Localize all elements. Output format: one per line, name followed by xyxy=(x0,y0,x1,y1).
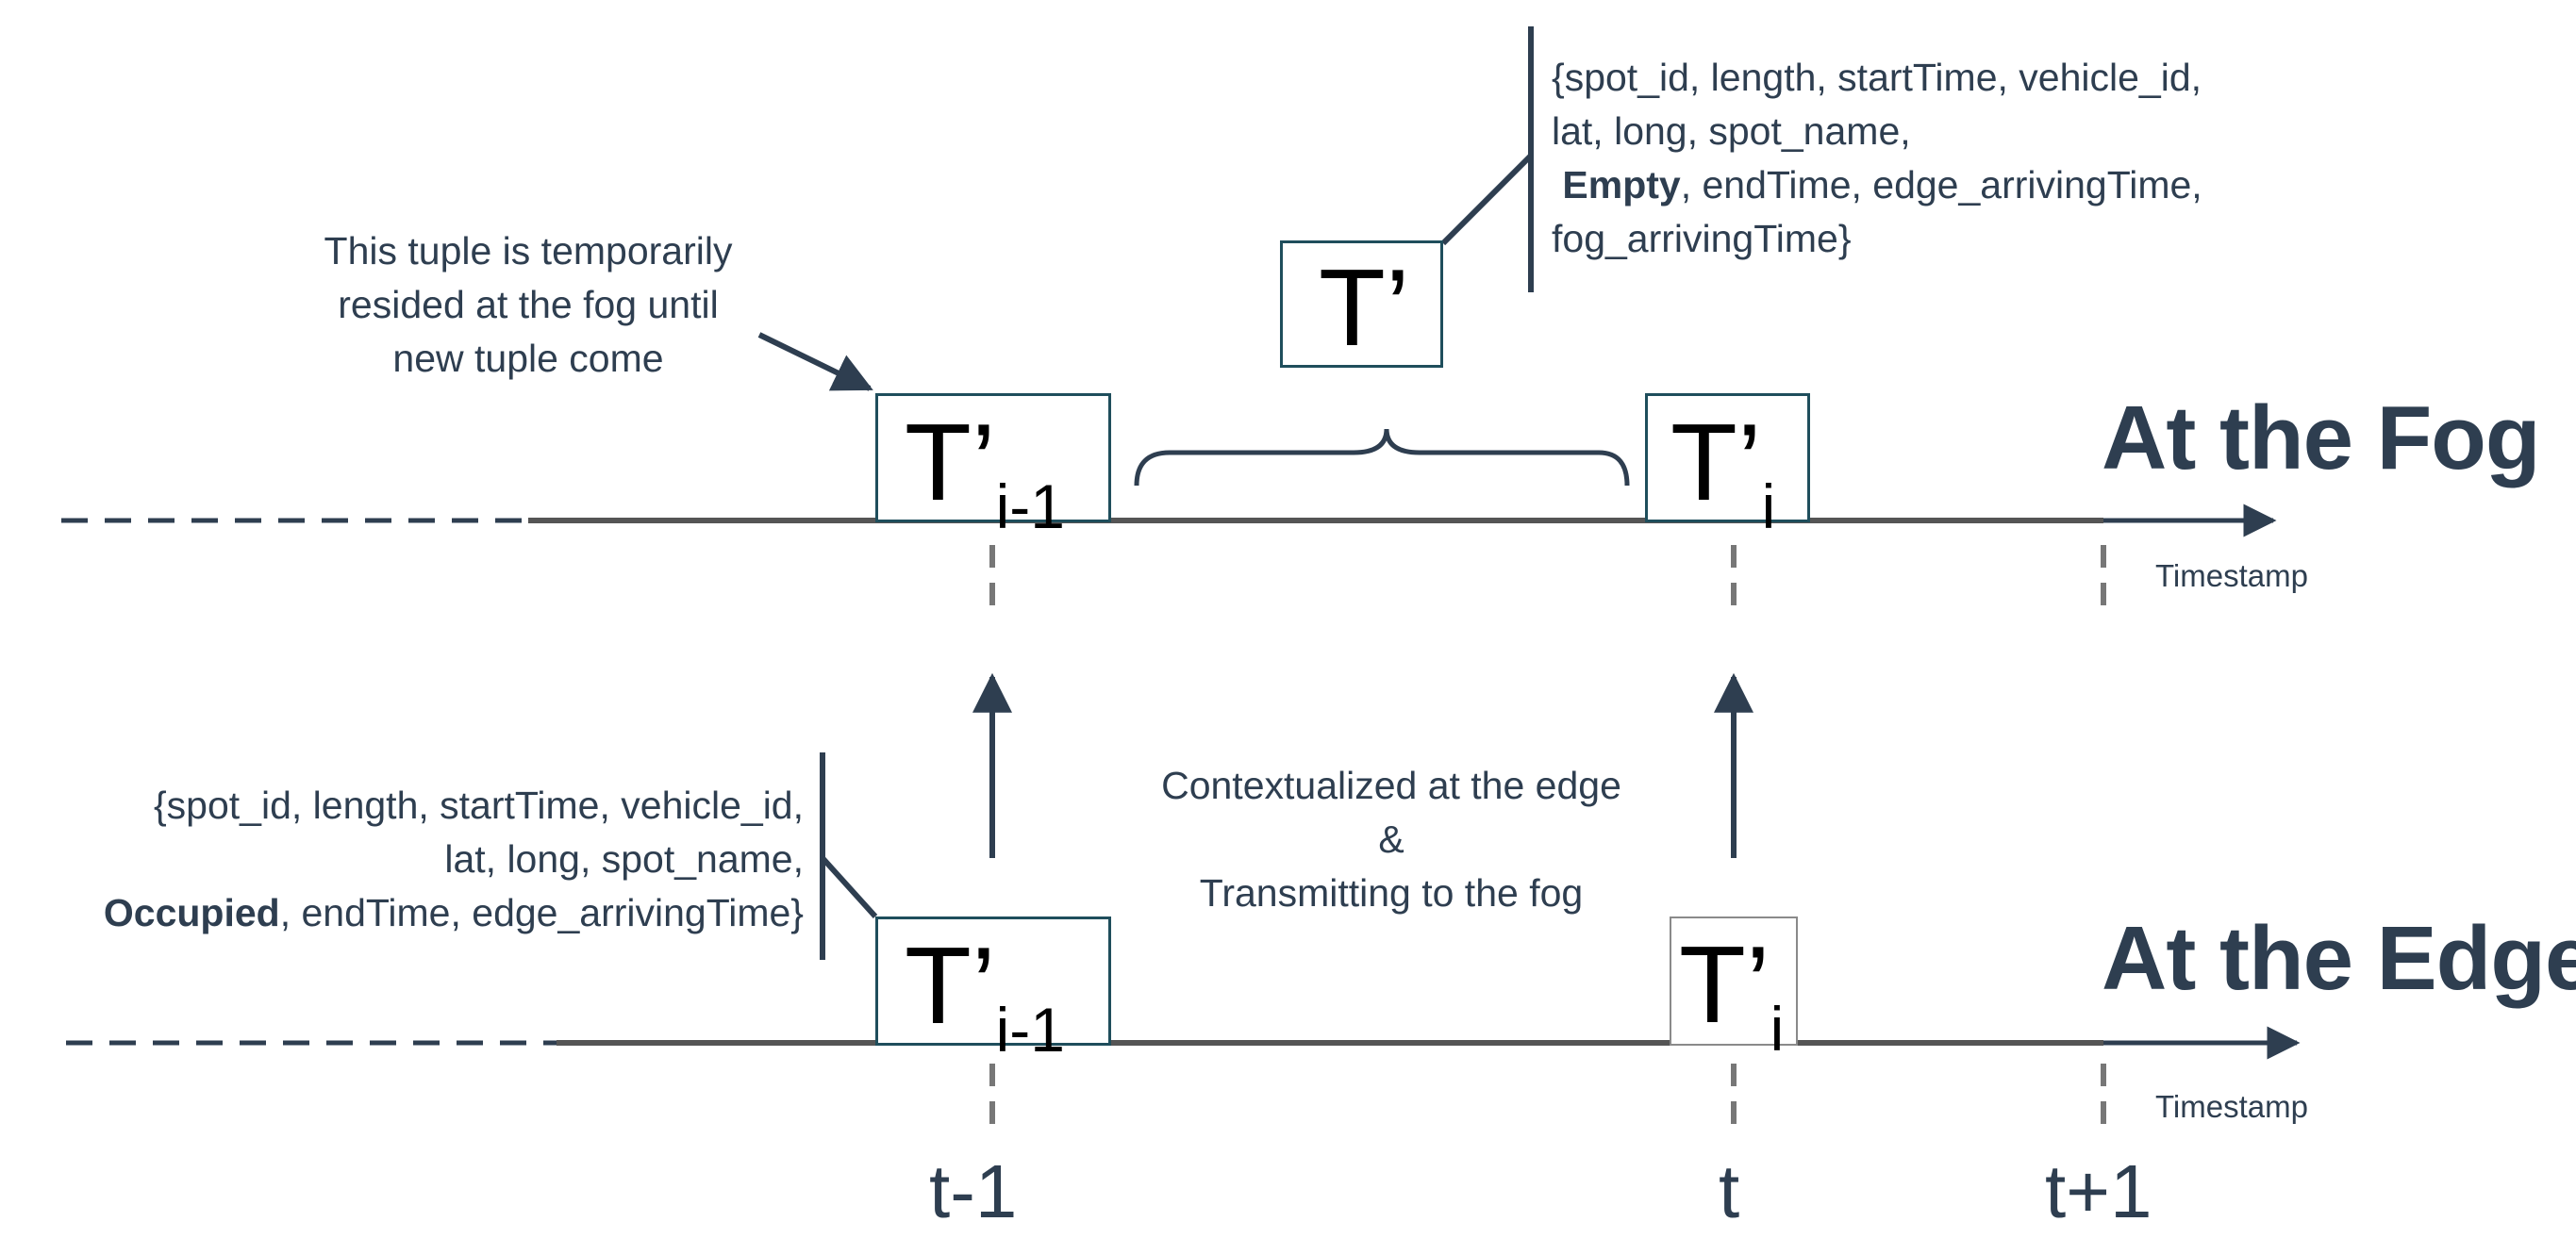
middle-note-line-3: Transmitting to the fog xyxy=(1199,871,1584,915)
fog-fields-line-3-rest: , endTime, edge_arrivingTime, xyxy=(1680,163,2202,206)
edge-tuple-cur-label: T’i xyxy=(1679,930,1784,1060)
fog-fields-line-2: lat, long, spot_name, xyxy=(1552,109,1911,153)
fog-tuple-prev-main: T’ xyxy=(905,401,996,523)
fog-fields-line-4: fog_arrivingTime} xyxy=(1552,217,1852,260)
edge-tuple-prev-main: T’ xyxy=(905,924,996,1047)
middle-note: Contextualized at the edge & Transmittin… xyxy=(1085,759,1698,920)
curly-brace xyxy=(1134,428,1630,487)
edge-tuple-cur-main: T’ xyxy=(1679,923,1770,1046)
fog-tuple-cur-main: T’ xyxy=(1670,401,1762,523)
fog-note: This tuple is temporarily resided at the… xyxy=(274,224,783,386)
fog-fields-leader xyxy=(1440,153,1534,246)
edge-fields-line-3: Occupied, endTime, edge_arrivingTime} xyxy=(19,886,804,940)
middle-note-line-2: & xyxy=(1378,817,1404,861)
tick-label-t-plus-1: t+1 xyxy=(2045,1149,2152,1233)
fog-tuple-prev-box: T’i-1 xyxy=(875,393,1111,537)
fog-tuple-cur-box: T’i xyxy=(1645,393,1810,537)
tick-label-t-minus-1: t-1 xyxy=(929,1149,1018,1233)
edge-title: At the Edge xyxy=(2102,908,2576,1009)
edge-tuple-cur-box: T’i xyxy=(1670,916,1798,1060)
note-arrow xyxy=(757,332,873,391)
fog-fields-line-1: {spot_id, length, startTime, vehicle_id, xyxy=(1552,56,2202,99)
middle-note-line-1: Contextualized at the edge xyxy=(1161,764,1621,807)
fog-tuple-prev-label: T’i-1 xyxy=(905,407,1065,537)
fog-note-line-2: resided at the fog until xyxy=(338,283,719,326)
fog-fields-text: {spot_id, length, startTime, vehicle_id,… xyxy=(1552,51,2202,266)
edge-tuple-prev-box: T’i-1 xyxy=(875,916,1111,1061)
edge-fields-leader xyxy=(820,855,878,919)
fog-axis-label: Timestamp xyxy=(2155,558,2308,593)
edge-fields-text: {spot_id, length, startTime, vehicle_id,… xyxy=(19,779,804,940)
fog-fields-line-3: Empty, endTime, edge_arrivingTime, xyxy=(1552,158,2202,212)
tick-label-t: t xyxy=(1719,1149,1740,1233)
fog-fields-status: Empty xyxy=(1562,163,1681,206)
edge-fields-line-3-rest: , endTime, edge_arrivingTime} xyxy=(279,891,804,934)
fog-tuple-mid-box: T’ xyxy=(1280,240,1443,368)
edge-fields-line-1: {spot_id, length, startTime, vehicle_id, xyxy=(153,784,804,827)
fog-tuple-cur-sub: i xyxy=(1761,471,1776,541)
fog-note-line-3: new tuple come xyxy=(392,337,664,380)
edge-tuple-prev-label: T’i-1 xyxy=(905,931,1065,1061)
fog-note-line-1: This tuple is temporarily xyxy=(324,229,733,272)
edge-axis-label: Timestamp xyxy=(2155,1089,2308,1124)
fog-tuple-prev-sub: i-1 xyxy=(995,471,1065,541)
fog-tuple-mid-label: T’ xyxy=(1319,246,1410,369)
edge-fields-status: Occupied xyxy=(103,891,280,934)
edge-fields-line-2: lat, long, spot_name, xyxy=(444,837,804,881)
fog-title: At the Fog xyxy=(2102,388,2541,488)
fog-tuple-cur-label: T’i xyxy=(1670,407,1775,537)
edge-tuple-cur-sub: i xyxy=(1770,994,1785,1064)
edge-tuple-prev-sub: i-1 xyxy=(995,995,1065,1065)
